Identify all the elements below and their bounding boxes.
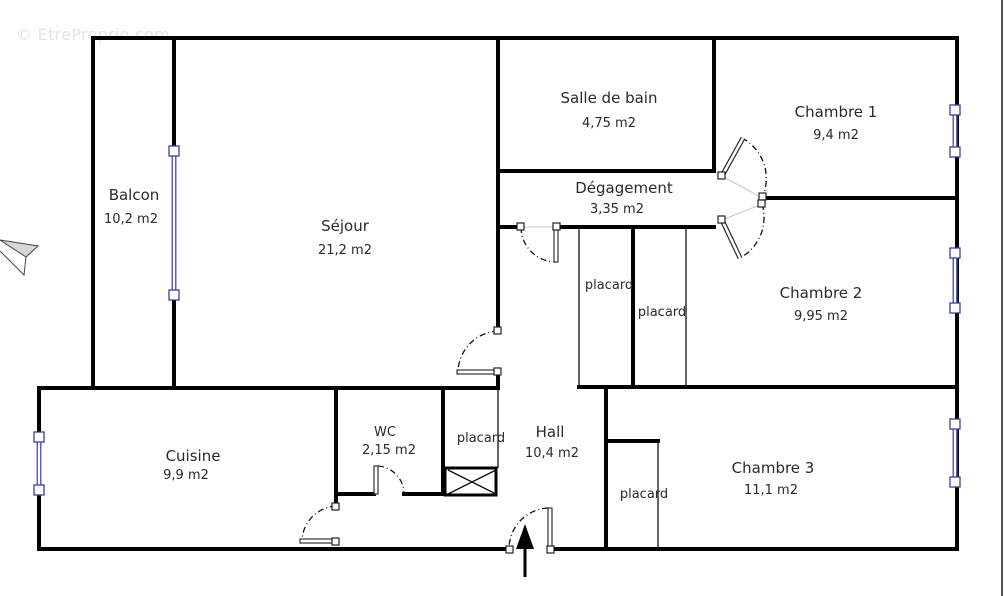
room-name-balcon: Balcon: [109, 186, 160, 204]
closet-label-right: placard: [638, 305, 686, 320]
room-name-degagement: Dégagement: [575, 179, 673, 197]
room-name-salle-de-bain: Salle de bain: [561, 89, 658, 107]
room-name-hall: Hall: [536, 423, 565, 441]
room-labels: Balcon 10,2 m2 Séjour 21,2 m2 Salle de b…: [104, 89, 877, 502]
door-chambre-2: [717, 199, 766, 260]
entrance-arrow-icon: [516, 524, 534, 577]
door-wc: [373, 465, 405, 495]
door-cuisine: [299, 502, 340, 546]
closet-label-hall: placard: [457, 431, 505, 446]
room-name-wc: WC: [374, 425, 396, 440]
closet-partitions: [447, 227, 687, 549]
room-name-cuisine: Cuisine: [166, 447, 221, 465]
window-chambre-1: [949, 104, 961, 158]
room-area-chambre-2: 9,95 m2: [794, 309, 848, 324]
window-chambre-3: [949, 418, 961, 488]
frame-border: [1001, 0, 1003, 596]
room-area-degagement: 3,35 m2: [590, 202, 644, 217]
room-name-chambre-3: Chambre 3: [732, 459, 815, 477]
room-area-chambre-1: 9,4 m2: [813, 128, 859, 143]
windows: [33, 104, 961, 496]
room-name-sejour: Séjour: [321, 217, 370, 235]
window-sejour-balcon: [168, 145, 180, 301]
room-area-wc: 2,15 m2: [362, 443, 416, 458]
window-cuisine: [33, 431, 45, 496]
closet-label-left: placard: [585, 278, 633, 293]
north-arrow-icon: [0, 239, 40, 277]
room-area-sejour: 21,2 m2: [318, 243, 372, 258]
doors: [299, 136, 767, 554]
room-name-chambre-2: Chambre 2: [780, 284, 863, 302]
door-chambre-1: [717, 136, 767, 201]
window-chambre-2: [949, 247, 961, 314]
room-area-cuisine: 9,9 m2: [163, 468, 209, 483]
room-area-balcon: 10,2 m2: [104, 212, 158, 227]
door-entrance: [505, 507, 555, 554]
room-area-salle-de-bain: 4,75 m2: [582, 116, 636, 131]
closet-label-chambre-3: placard: [620, 487, 668, 502]
room-area-hall: 10,4 m2: [525, 446, 579, 461]
room-name-chambre-1: Chambre 1: [795, 103, 878, 121]
door-sejour: [456, 326, 502, 376]
room-area-chambre-3: 11,1 m2: [744, 483, 798, 498]
door-degagement-small: [516, 222, 561, 263]
